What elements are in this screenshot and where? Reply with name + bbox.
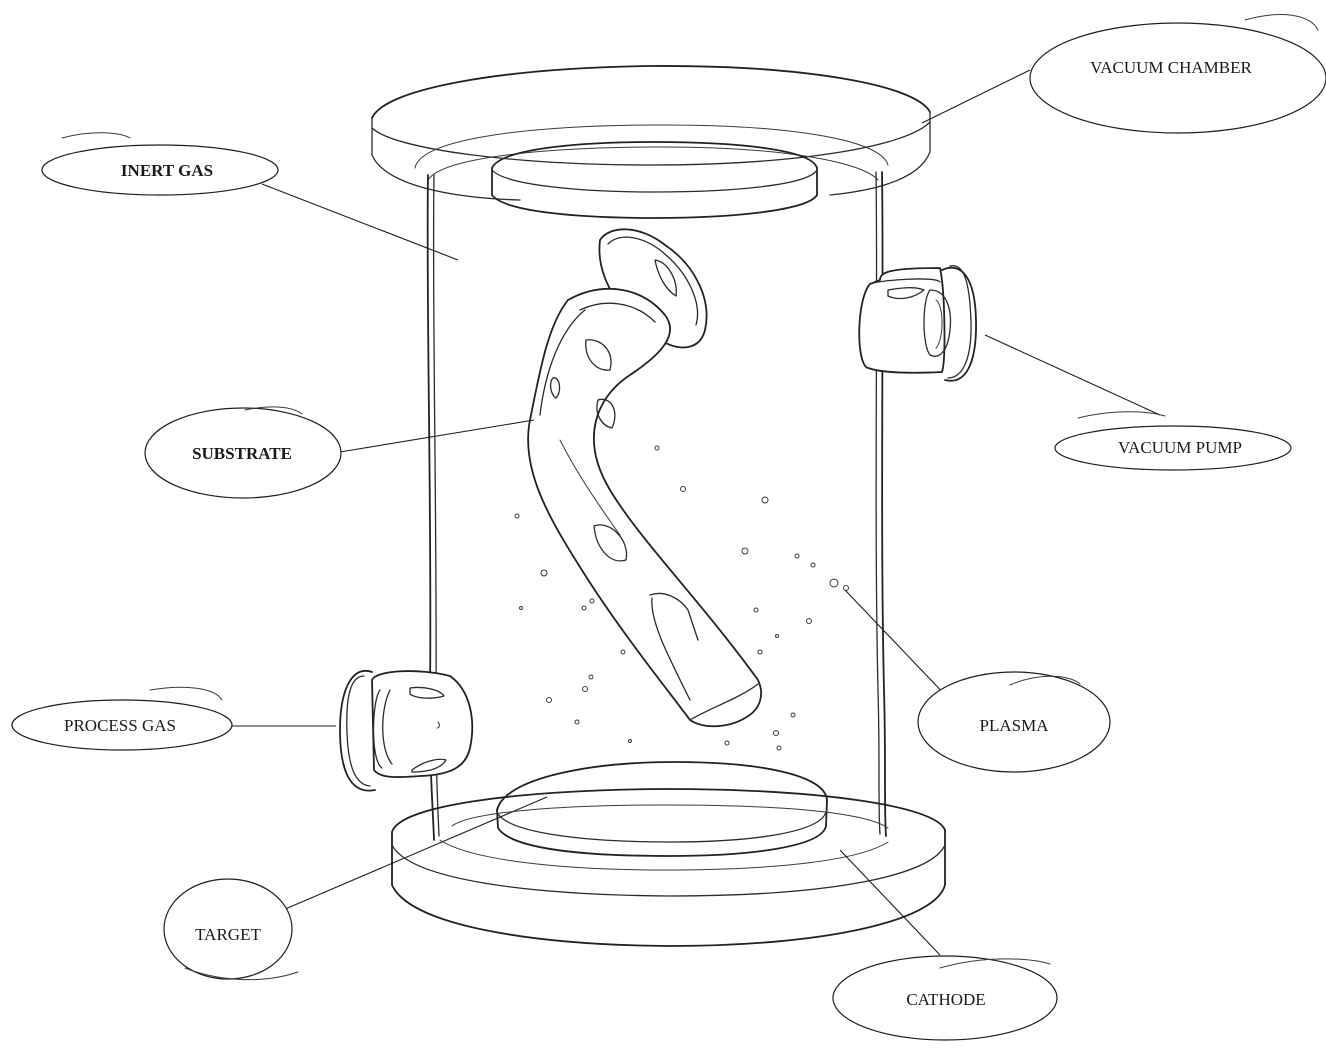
- vacuum-chamber-label: VACUUM CHAMBER: [1090, 58, 1252, 77]
- label-plasma: PLASMA: [918, 672, 1110, 772]
- target-label: TARGET: [195, 925, 261, 944]
- label-vacuum-chamber: VACUUM CHAMBER: [1030, 15, 1326, 133]
- cathode-label: CATHODE: [906, 990, 985, 1009]
- vacuum-pump-label: VACUUM PUMP: [1118, 438, 1242, 457]
- process-gas-label: PROCESS GAS: [64, 716, 176, 735]
- label-process-gas: PROCESS GAS: [12, 687, 232, 750]
- label-cathode: CATHODE: [833, 956, 1057, 1040]
- process-gas-port: [340, 671, 472, 791]
- label-vacuum-pump: VACUUM PUMP: [1055, 412, 1291, 470]
- substrate-label: SUBSTRATE: [192, 444, 292, 463]
- leader-lines: [230, 70, 1160, 955]
- label-substrate: SUBSTRATE: [145, 407, 341, 498]
- label-target: TARGET: [164, 879, 298, 980]
- plasma-label: PLASMA: [980, 716, 1050, 735]
- inert-gas-label: INERT GAS: [121, 161, 213, 180]
- vacuum-chamber-drawing: [372, 66, 945, 946]
- label-inert-gas: INERT GAS: [42, 133, 278, 195]
- substrate-object: [528, 229, 761, 726]
- vacuum-pump-port: [859, 266, 976, 381]
